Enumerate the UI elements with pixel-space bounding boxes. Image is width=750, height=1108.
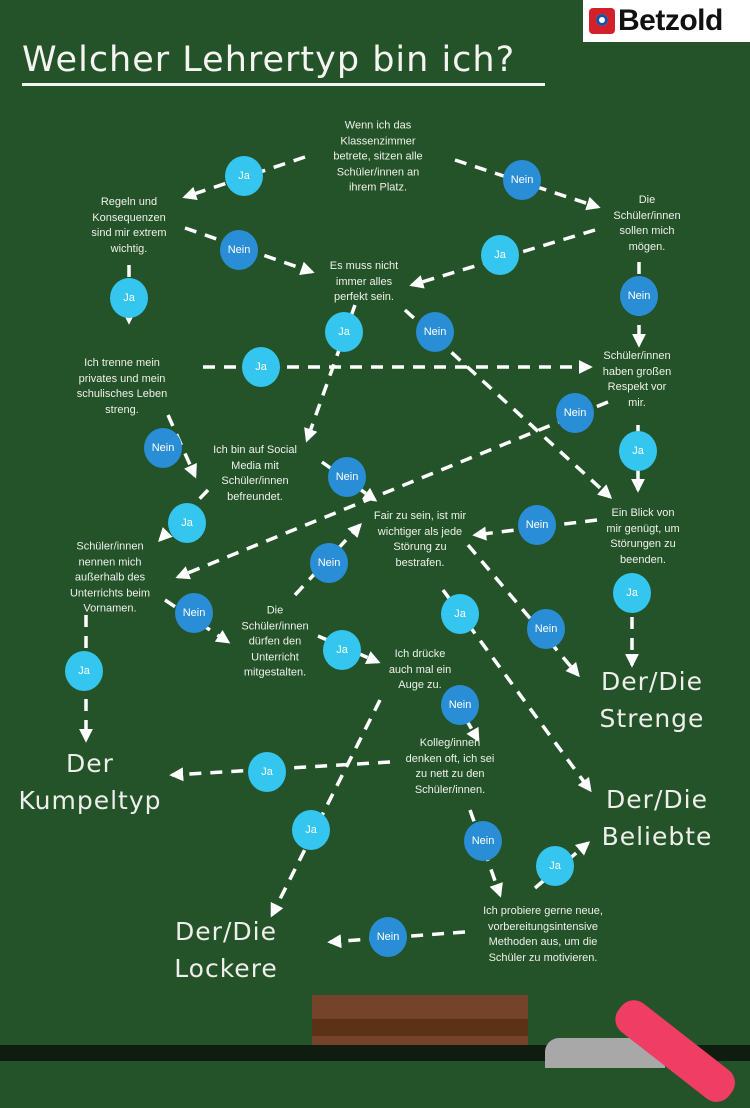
ja-answer-bubble: Ja [481, 235, 519, 275]
question-8: Fair zu sein, ist mir wichtiger als jede… [373, 510, 467, 569]
ja-answer-bubble: Ja [248, 752, 286, 792]
ja-answer-bubble: Ja [168, 503, 206, 543]
dashed-arrow [158, 488, 210, 543]
question-1: Wenn ich das Klassenzimmer betrete, sitz… [333, 119, 423, 194]
sponge-eraser-band [312, 1019, 528, 1036]
question-11: Die Schüler/innen dürfen den Unterricht … [241, 604, 309, 679]
question-13: Kolleg/innen denken oft, ich sei zu nett… [405, 737, 495, 796]
result-2: Der/Die Strenge [599, 667, 705, 733]
dashed-arrow [164, 598, 231, 644]
ja-answer-bubble: Ja [242, 347, 280, 387]
question-7: Ich bin auf Social Media mit Schüler/inn… [213, 444, 297, 503]
result-1: Der Kumpeltyp [18, 749, 162, 815]
title-underline [22, 83, 545, 86]
ja-answer-bubble: Ja [110, 278, 148, 318]
question-14: Ich probiere gerne neue, vorbereitungsin… [483, 905, 603, 964]
nein-answer-bubble: Nein [518, 505, 556, 545]
nein-answer-bubble: Nein [310, 543, 348, 583]
ja-answer-bubble: Ja [536, 846, 574, 886]
question-9: Ein Blick von mir genügt, um Störungen z… [606, 507, 680, 566]
nein-answer-bubble: Nein [328, 457, 366, 497]
nein-answer-bubble: Nein [416, 312, 454, 352]
nein-answer-bubble: Nein [175, 593, 213, 633]
question-3: Die Schüler/innen sollen mich mögen. [613, 194, 681, 253]
betzold-logo[interactable]: Betzold [583, 0, 750, 42]
result-3: Der/Die Beliebte [601, 785, 713, 851]
ja-answer-bubble: Ja [292, 810, 330, 850]
brand-name: Betzold [618, 4, 723, 37]
page-title: Welcher Lehrertyp bin ich? [22, 40, 516, 80]
result-4: Der/Die Lockere [174, 917, 278, 983]
question-2: Regeln und Konsequenzen sind mir extrem … [91, 196, 167, 255]
nein-answer-bubble: Nein [527, 609, 565, 649]
nein-answer-bubble: Nein [556, 393, 594, 433]
dashed-arrow [466, 543, 580, 678]
ja-answer-bubble: Ja [323, 630, 361, 670]
dashed-arrow [166, 414, 197, 479]
nein-answer-bubble: Nein [369, 917, 407, 957]
ja-answer-bubble: Ja [619, 431, 657, 471]
nein-answer-bubble: Nein [441, 685, 479, 725]
nein-answer-bubble: Nein [620, 276, 658, 316]
dashed-arrow [270, 699, 382, 918]
question-6: Schüler/innen haben großen Respekt vor m… [602, 350, 672, 409]
ja-answer-bubble: Ja [441, 594, 479, 634]
betzold-logo-icon [589, 8, 615, 34]
question-5: Ich trenne mein privates und mein schuli… [76, 357, 168, 416]
dashed-arrow [454, 158, 601, 211]
nein-answer-bubble: Nein [464, 821, 502, 861]
ja-answer-bubble: Ja [225, 156, 263, 196]
nein-answer-bubble: Nein [503, 160, 541, 200]
ja-answer-bubble: Ja [613, 573, 651, 613]
nein-answer-bubble: Nein [144, 428, 182, 468]
question-12: Ich drücke auch mal ein Auge zu. [388, 647, 452, 691]
ja-answer-bubble: Ja [65, 651, 103, 691]
nein-answer-bubble: Nein [220, 230, 258, 270]
ja-answer-bubble: Ja [325, 312, 363, 352]
question-4: Es muss nicht immer alles perfekt sein. [329, 259, 399, 303]
question-10: Schüler/innen nennen mich außerhalb des … [69, 540, 151, 615]
dashed-arrow [175, 400, 609, 580]
